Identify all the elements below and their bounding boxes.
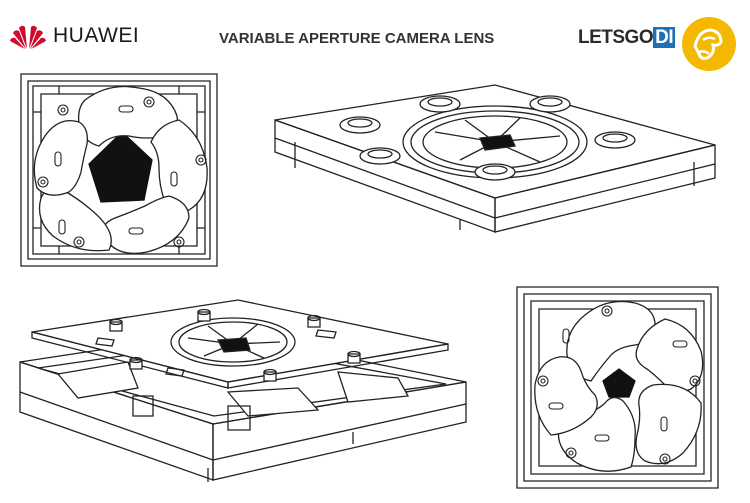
aperture-opening bbox=[603, 369, 635, 397]
huawei-logo-icon bbox=[10, 25, 46, 49]
patent-figure-top-view-rotated bbox=[515, 285, 720, 490]
page-title: VARIABLE APERTURE CAMERA LENS bbox=[219, 30, 495, 47]
aperture-blade bbox=[103, 196, 189, 253]
patent-figure-isometric-exploded bbox=[18, 292, 468, 484]
patent-figure-top-view bbox=[19, 72, 219, 268]
brand-name: HUAWEI bbox=[53, 24, 140, 47]
header-bar: HUAWEI VARIABLE APERTURE CAMERA LENS LET… bbox=[0, 0, 750, 72]
aperture-opening bbox=[218, 338, 250, 352]
patent-figure-isometric-assembled bbox=[270, 80, 720, 255]
aperture-blade bbox=[636, 384, 701, 463]
watermark-text-left: LETSGO bbox=[578, 27, 654, 48]
aperture-blade bbox=[535, 357, 597, 435]
aperture-blade bbox=[151, 120, 207, 212]
watermark-text-highlight: DI bbox=[653, 27, 676, 48]
aperture-opening bbox=[89, 132, 152, 202]
watermark-badge-icon bbox=[682, 17, 736, 71]
aperture-opening bbox=[480, 135, 515, 150]
